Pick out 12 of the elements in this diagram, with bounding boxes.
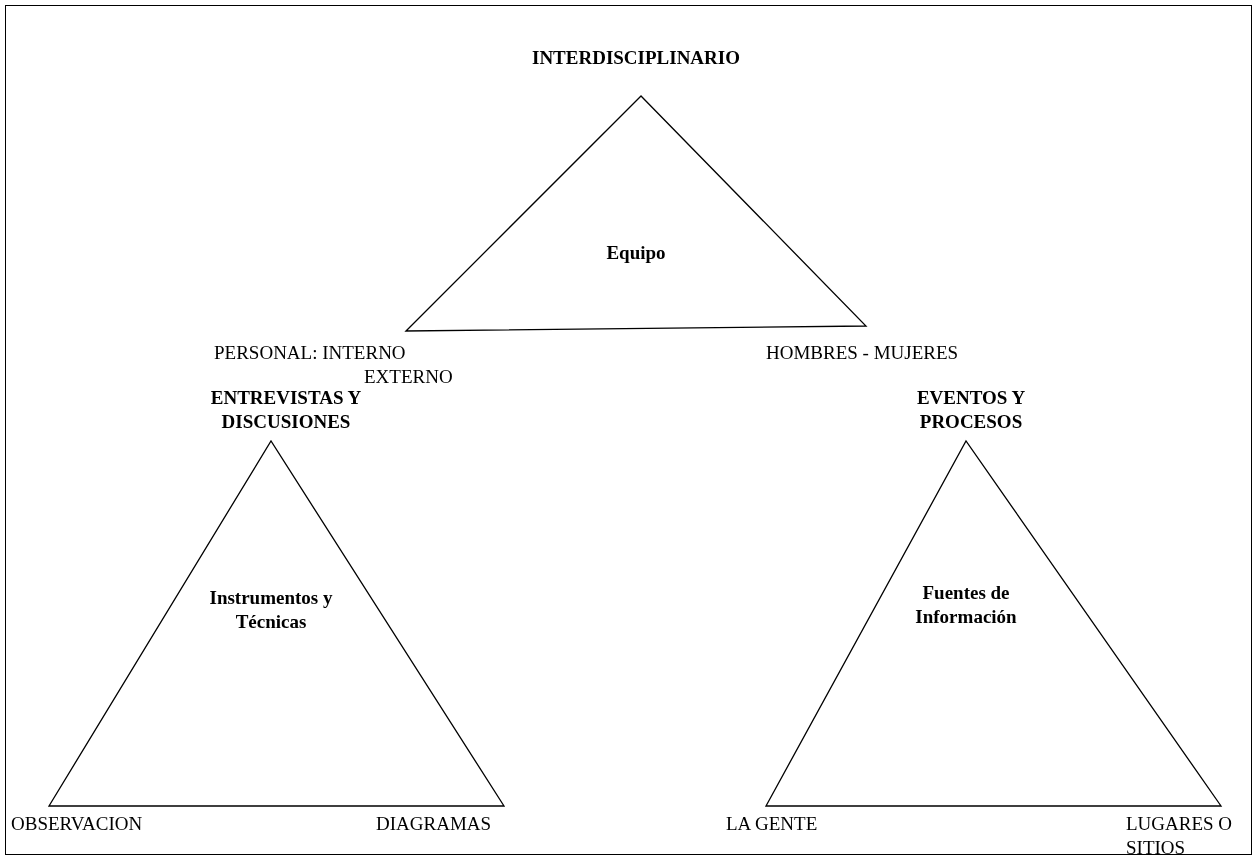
triangle-heading: INTERDISCIPLINARIO bbox=[531, 46, 741, 70]
triangle-inner-label: Instrumentos y Técnicas bbox=[208, 586, 334, 634]
triangle-heading: EVENTOS Y PROCESOS bbox=[915, 386, 1027, 434]
corner-label: LUGARES O SITIOS bbox=[1126, 812, 1234, 860]
triangle-inner-label: Fuentes de Información bbox=[914, 581, 1018, 629]
corner-label: DIAGRAMAS bbox=[376, 812, 493, 836]
corner-label: HOMBRES - MUJERES bbox=[766, 341, 960, 365]
triangle-heading: ENTREVISTAS Y DISCUSIONES bbox=[209, 386, 363, 434]
corner-label: OBSERVACION bbox=[11, 812, 144, 836]
corner-label: PERSONAL: INTERNO EXTERNO bbox=[214, 341, 454, 389]
triangle-inner-label: Equipo bbox=[605, 241, 667, 265]
corner-label: LA GENTE bbox=[726, 812, 819, 836]
